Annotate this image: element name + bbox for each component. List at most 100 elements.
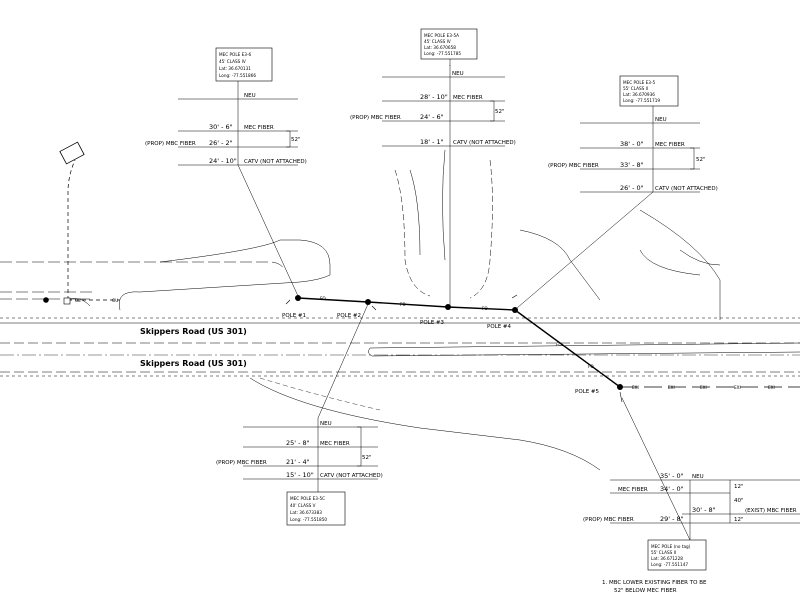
svg-text:18' - 1": 18' - 1"	[420, 138, 444, 146]
profile-no-tag-labels: 35' - 0" NEU MEC FIBER 34' - 0" 30' - 8"…	[583, 472, 797, 523]
svg-text:(PROP) MBC FIBER: (PROP) MBC FIBER	[548, 163, 599, 169]
svg-text:CATV (NOT ATTACHED): CATV (NOT ATTACHED)	[320, 473, 383, 479]
svg-text:MEC POLE (no tag): MEC POLE (no tag)	[651, 544, 691, 549]
svg-text:21' - 4": 21' - 4"	[286, 458, 310, 466]
attachment-profile-e3-6	[178, 81, 298, 166]
svg-text:CATV (NOT ATTACHED): CATV (NOT ATTACHED)	[655, 186, 718, 192]
svg-text:(EXIST) MBC FIBER: (EXIST) MBC FIBER	[745, 508, 797, 514]
svg-text:Lat: 36.671228: Lat: 36.671228	[651, 556, 683, 561]
svg-text:Lat: 36.670936: Lat: 36.670936	[623, 92, 655, 97]
profile-e3-5c-labels: NEU 25' - 8" MEC FIBER (PROP) MBC FIBER …	[216, 421, 383, 479]
handhole-symbol	[63, 297, 71, 305]
tag-exi-2: EXI	[668, 385, 675, 390]
svg-text:Long: -77.551785: Long: -77.551785	[424, 51, 461, 56]
pole-3-label: POLE #3	[420, 320, 445, 326]
svg-text:Long: -77.551147: Long: -77.551147	[651, 562, 688, 567]
svg-text:24' - 10": 24' - 10"	[209, 157, 237, 165]
svg-text:Lat: 36.670658: Lat: 36.670658	[424, 45, 456, 50]
svg-text:NEU: NEU	[692, 474, 704, 480]
svg-text:45' CLASS IV: 45' CLASS IV	[219, 59, 246, 64]
poles	[285, 294, 623, 403]
svg-text:12": 12"	[734, 517, 744, 523]
note-line-1: 1. MBC LOWER EXISTING FIBER TO BE	[602, 580, 707, 586]
svg-text:15' - 10": 15' - 10"	[286, 471, 314, 479]
tag-fo-2: FO	[400, 302, 406, 307]
svg-text:NEU: NEU	[452, 71, 464, 77]
svg-text:CATV (NOT ATTACHED): CATV (NOT ATTACHED)	[453, 140, 516, 146]
svg-text:MEC FIBER: MEC FIBER	[655, 142, 685, 148]
info-box-no-tag: MEC POLE (no tag) 55' CLASS II Lat: 36.6…	[647, 539, 707, 571]
svg-text:29' - 8": 29' - 8"	[660, 515, 684, 523]
svg-text:52": 52"	[495, 109, 505, 115]
svg-text:Long: -77.551850: Long: -77.551850	[290, 517, 327, 522]
svg-text:55' CLASS II: 55' CLASS II	[651, 550, 676, 555]
svg-text:40' CLASS V: 40' CLASS V	[290, 503, 316, 508]
svg-text:38' - 0": 38' - 0"	[620, 140, 644, 148]
profile-e3-5a-labels: NEU 28' - 10" MEC FIBER (PROP) MBC FIBER…	[350, 71, 516, 146]
attachment-profile-e3-5c	[243, 418, 378, 492]
svg-text:35' - 0": 35' - 0"	[660, 472, 684, 480]
svg-text:Lat: 36.670131: Lat: 36.670131	[219, 66, 251, 71]
tag-exi-3: EXI	[700, 385, 707, 390]
svg-text:MEC FIBER: MEC FIBER	[244, 125, 274, 131]
svg-text:MEC POLE E3-5A: MEC POLE E3-5A	[424, 33, 459, 38]
svg-text:MEC POLE E3-5C: MEC POLE E3-5C	[290, 496, 325, 501]
svg-text:Lat: 36.673383: Lat: 36.673383	[290, 510, 322, 515]
svg-text:33' - 8": 33' - 8"	[620, 161, 644, 169]
svg-text:12": 12"	[734, 484, 744, 490]
svg-text:MEC POLE E3-5: MEC POLE E3-5	[623, 80, 655, 85]
info-box-e3-5: MEC POLE E3-5 55' CLASS II Lat: 36.67093…	[619, 75, 679, 107]
road-edges	[0, 149, 800, 471]
info-box-e3-5c: MEC POLE E3-5C 40' CLASS V Lat: 36.67338…	[286, 491, 346, 526]
info-box-e3-6: MEC POLE E3-6 45' CLASS IV Lat: 36.67013…	[215, 47, 273, 82]
attachment-profile-e3-5	[580, 106, 700, 193]
info-box-e3-5a: MEC POLE E3-5A 45' CLASS IV Lat: 36.6706…	[420, 28, 478, 60]
svg-text:24' - 6": 24' - 6"	[420, 113, 444, 121]
notes: 1. MBC LOWER EXISTING FIBER TO BE 52" BE…	[602, 580, 707, 594]
svg-text:52": 52"	[362, 455, 372, 461]
tag-fo-1: FO	[320, 296, 326, 301]
svg-text:26' - 2": 26' - 2"	[209, 139, 233, 147]
profile-e3-6-labels: NEU 30' - 6" MEC FIBER (PROP) MBC FIBER …	[145, 93, 307, 165]
svg-text:(PROP) MBC FIBER: (PROP) MBC FIBER	[216, 460, 267, 466]
pole-3-symbol[interactable]	[445, 304, 451, 310]
svg-text:MEC FIBER: MEC FIBER	[453, 95, 483, 101]
svg-text:52": 52"	[696, 157, 706, 163]
svg-text:CATV (NOT ATTACHED): CATV (NOT ATTACHED)	[244, 159, 307, 165]
existing-pole-dot	[43, 297, 49, 303]
svg-text:(PROP) MBC FIBER: (PROP) MBC FIBER	[145, 141, 196, 147]
svg-text:MEC POLE E3-6: MEC POLE E3-6	[219, 52, 251, 57]
svg-text:(PROP) MBC FIBER: (PROP) MBC FIBER	[583, 517, 634, 523]
tag-ou: OU	[112, 298, 118, 303]
pole-5-label: POLE #5	[575, 389, 600, 395]
svg-text:30' - 6": 30' - 6"	[209, 123, 233, 131]
tag-exi-1: EXI	[632, 385, 639, 390]
pole-4-symbol[interactable]	[512, 307, 518, 313]
svg-text:NEU: NEU	[655, 117, 667, 123]
attachment-profile-no-tag	[610, 479, 800, 540]
svg-text:40": 40"	[734, 498, 744, 504]
note-line-2: 52" BELOW MEC FIBER	[614, 588, 677, 594]
svg-text:NEU: NEU	[244, 93, 256, 99]
pole-2-symbol[interactable]	[365, 299, 371, 305]
svg-text:34' - 0": 34' - 0"	[660, 485, 684, 493]
pole-1-label: POLE #1	[282, 313, 306, 319]
pole-1-symbol[interactable]	[295, 295, 301, 301]
pole-4-label: POLE #4	[487, 324, 512, 330]
attachment-profile-e3-5a	[382, 59, 505, 147]
road-label-2: Skippers Road (US 301)	[140, 359, 247, 368]
leader-lines	[237, 65, 691, 541]
svg-text:MEC FIBER: MEC FIBER	[320, 441, 350, 447]
tag-exi-4: EXI	[734, 385, 741, 390]
tag-exi-5: EXI	[768, 385, 775, 390]
svg-text:Long: -77.551719: Long: -77.551719	[623, 98, 660, 103]
tag-fo-4: FO	[556, 342, 562, 347]
svg-text:Long: -77.551866: Long: -77.551866	[219, 73, 256, 78]
svg-text:MEC FIBER: MEC FIBER	[618, 487, 648, 493]
svg-text:52": 52"	[291, 137, 301, 143]
tag-fo-5: FO	[588, 364, 594, 369]
pedestal-symbol	[59, 141, 85, 165]
tag-fo-3: FO	[482, 306, 488, 311]
pole-5-symbol[interactable]	[617, 384, 623, 390]
